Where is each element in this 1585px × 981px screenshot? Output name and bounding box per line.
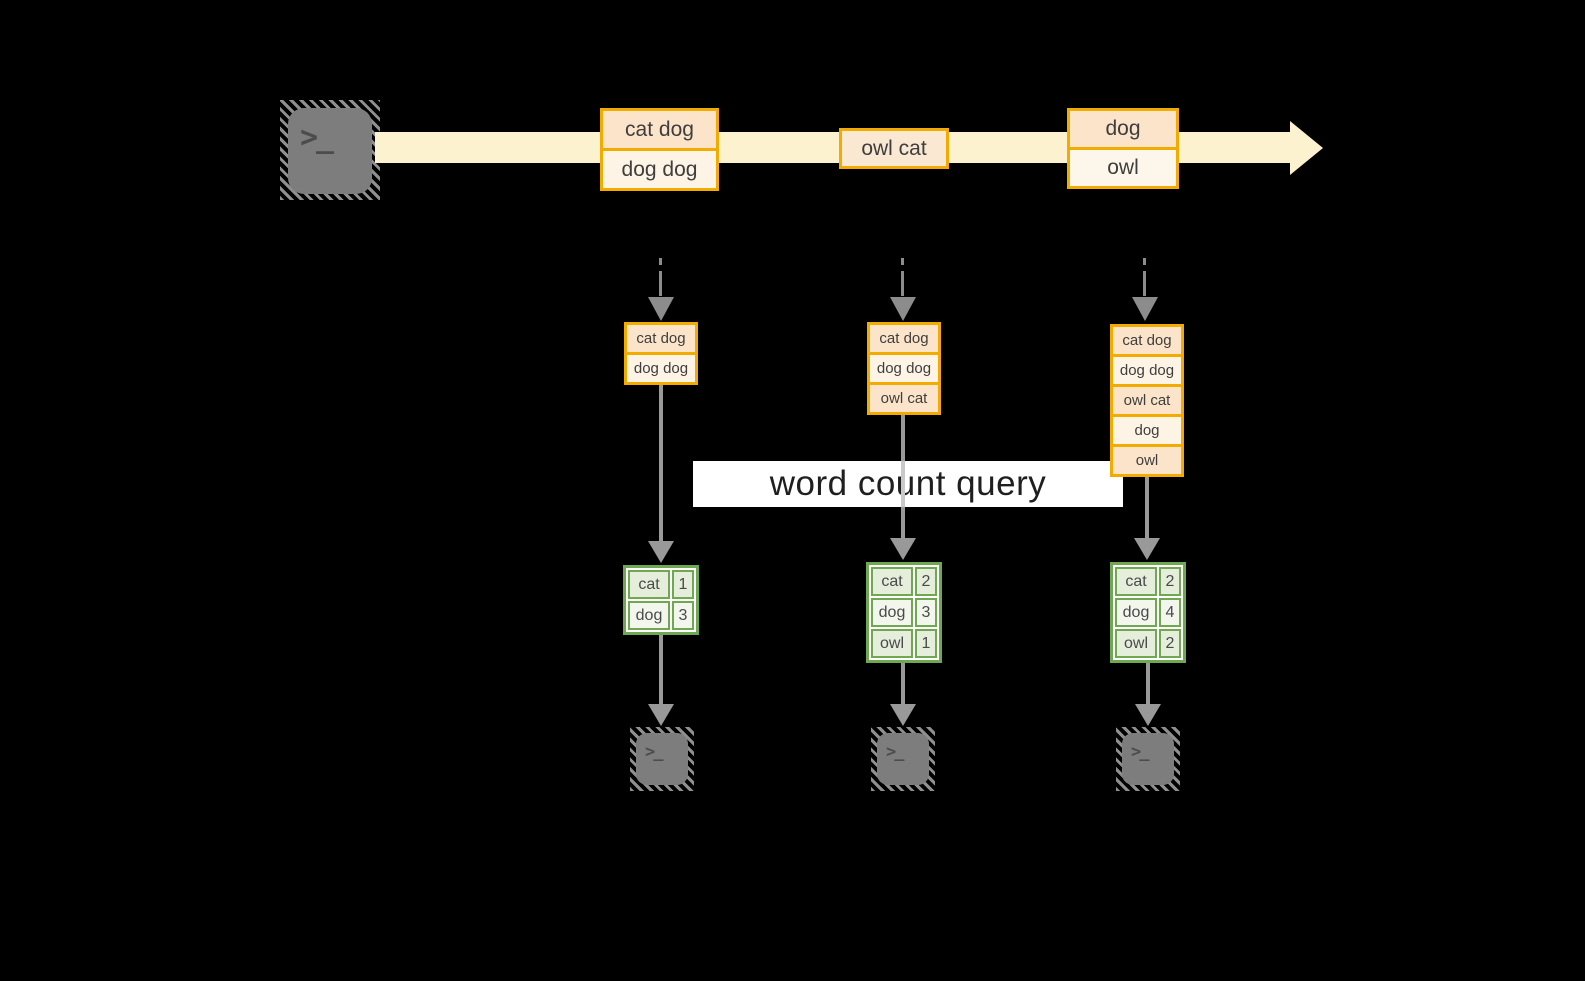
terminal-prompt-icon: >_ — [886, 742, 905, 762]
word-cell: owl — [1115, 629, 1157, 658]
buffer-record: dog dog — [870, 352, 938, 382]
arrow-line-icon — [659, 385, 663, 541]
arrow-head-icon — [1135, 704, 1161, 726]
terminal-prompt-icon: >_ — [300, 120, 334, 155]
arrow-head-icon — [890, 704, 916, 726]
word-cell: owl — [871, 629, 913, 658]
arrow-head-icon — [648, 704, 674, 726]
count-cell: 2 — [1159, 629, 1181, 658]
count-cell: 4 — [1159, 598, 1181, 627]
buffer-stack-2: cat dog dog dog owl cat — [867, 322, 941, 415]
count-table-3: cat 2 dog 4 owl 2 — [1110, 562, 1186, 663]
buffer-stack-3: cat dog dog dog owl cat dog owl — [1110, 324, 1184, 477]
message-label: dog dog — [603, 148, 716, 188]
word-cell: cat — [628, 570, 670, 599]
dashed-arrow-icon — [901, 271, 904, 296]
buffer-record: dog dog — [627, 352, 695, 382]
buffer-record: cat dog — [870, 325, 938, 352]
count-table-2: cat 2 dog 3 owl 1 — [866, 562, 942, 663]
dashed-arrow-icon — [901, 258, 904, 265]
sink-terminal-icon-1: >_ — [630, 727, 694, 791]
buffer-record: dog — [1113, 414, 1181, 444]
count-table-1: cat 1 dog 3 — [623, 565, 699, 635]
table-row: owl 2 — [1115, 629, 1181, 658]
count-cell: 3 — [672, 601, 694, 630]
arrow-head-icon — [1134, 538, 1160, 560]
message-label: cat dog — [603, 111, 716, 148]
sink-terminal-icon-2: >_ — [871, 727, 935, 791]
count-cell: 3 — [915, 598, 937, 627]
terminal-icon: >_ — [1122, 733, 1174, 785]
table-row: dog 3 — [628, 601, 694, 630]
arrow-head-icon — [890, 538, 916, 560]
count-cell: 2 — [915, 567, 937, 596]
source-terminal-icon: >_ — [280, 100, 380, 200]
stream-message-2: owl cat — [839, 128, 949, 169]
word-cell: dog — [628, 601, 670, 630]
stream-message-1: cat dog dog dog — [600, 108, 719, 191]
count-cell: 1 — [915, 629, 937, 658]
buffer-record: cat dog — [1113, 327, 1181, 354]
dashed-arrow-icon — [659, 258, 662, 265]
buffer-record: cat dog — [627, 325, 695, 352]
message-label: owl — [1070, 147, 1176, 186]
sink-terminal-icon-3: >_ — [1116, 727, 1180, 791]
table-row: dog 3 — [871, 598, 937, 627]
terminal-icon: >_ — [877, 733, 929, 785]
arrow-head-icon — [648, 541, 674, 563]
word-cell: dog — [871, 598, 913, 627]
arrow-line-icon — [901, 657, 905, 707]
query-banner-label: word count query — [769, 464, 1047, 503]
dashed-arrow-head-icon — [648, 297, 674, 321]
buffer-record: owl — [1113, 444, 1181, 474]
word-cell: cat — [871, 567, 913, 596]
arrow-line-icon — [1145, 477, 1149, 538]
buffer-record: owl cat — [870, 382, 938, 412]
buffer-record: owl cat — [1113, 384, 1181, 414]
table-row: owl 1 — [871, 629, 937, 658]
count-cell: 1 — [672, 570, 694, 599]
dashed-arrow-icon — [1143, 271, 1146, 296]
arrow-line-icon — [1146, 657, 1150, 707]
arrow-line-over-banner-icon — [901, 461, 905, 507]
word-cell: cat — [1115, 567, 1157, 596]
word-cell: dog — [1115, 598, 1157, 627]
table-row: dog 4 — [1115, 598, 1181, 627]
count-cell: 2 — [1159, 567, 1181, 596]
table-row: cat 2 — [871, 567, 937, 596]
terminal-icon: >_ — [636, 733, 688, 785]
dashed-arrow-icon — [1143, 258, 1146, 265]
terminal-icon: >_ — [288, 108, 372, 194]
dashed-arrow-icon — [659, 271, 662, 296]
terminal-prompt-icon: >_ — [1131, 742, 1150, 762]
arrow-line-icon — [659, 631, 663, 707]
dashed-arrow-head-icon — [890, 297, 916, 321]
dashed-arrow-head-icon — [1132, 297, 1158, 321]
stream-arrow-head-icon — [1290, 121, 1323, 175]
query-banner: word count query — [693, 461, 1123, 507]
buffer-stack-1: cat dog dog dog — [624, 322, 698, 385]
message-label: dog — [1070, 111, 1176, 147]
stream-message-3: dog owl — [1067, 108, 1179, 189]
message-label: owl cat — [842, 131, 946, 166]
terminal-prompt-icon: >_ — [645, 742, 664, 762]
buffer-record: dog dog — [1113, 354, 1181, 384]
table-row: cat 2 — [1115, 567, 1181, 596]
table-row: cat 1 — [628, 570, 694, 599]
